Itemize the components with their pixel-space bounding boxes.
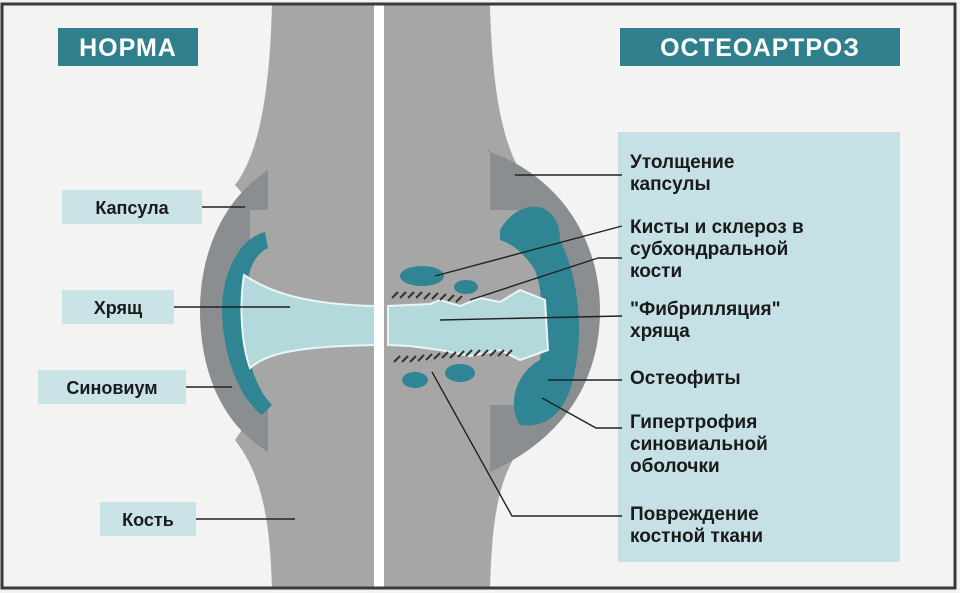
label-cartilage: Хрящ xyxy=(94,298,143,318)
label-cysts-sclerosis: Кисты и склероз в субхондральной кости xyxy=(630,217,809,282)
label-capsule: Капсула xyxy=(95,198,169,218)
label-capsule-bg xyxy=(62,190,202,224)
cyst-1 xyxy=(400,266,444,286)
cyst-3 xyxy=(402,372,428,388)
label-synovium: Синовиум xyxy=(66,378,157,398)
left-labels: Капсула Хрящ Синовиум Кость xyxy=(38,190,295,536)
label-osteophytes: Остеофиты xyxy=(630,368,741,389)
label-osteophytes-line1: Остеофиты xyxy=(630,368,741,389)
label-synovial-hypertrophy-line1: Гипертрофия xyxy=(630,412,757,433)
label-synovium-bg xyxy=(38,370,186,404)
cartilage-fibrillated xyxy=(387,288,550,362)
label-bone-damage-line1: Повреждение xyxy=(630,504,759,525)
label-cysts-line3: кости xyxy=(630,261,682,282)
cyst-4 xyxy=(445,364,475,382)
label-bone-damage: Повреждение костной ткани xyxy=(630,504,764,547)
synovium-hypertrophied xyxy=(500,206,580,426)
right-leader-lines xyxy=(431,174,623,517)
label-cartilage-bg xyxy=(62,290,174,324)
label-capsule-thickening: Утолщение капсулы xyxy=(630,152,740,195)
label-synovial-hypertrophy-line2: синовиальной xyxy=(630,434,768,455)
sclerosis-hatching xyxy=(391,291,513,363)
osteoarthritis-info-panel xyxy=(618,132,900,562)
joint-illustration xyxy=(200,5,600,588)
label-bone: Кость xyxy=(122,510,174,530)
header-osteoarthritis: ОСТЕОАРТРОЗ xyxy=(660,34,860,62)
cartilage-normal xyxy=(240,273,381,370)
center-divider xyxy=(374,5,384,588)
label-bone-damage-line2: костной ткани xyxy=(630,526,763,547)
header-normal-bg xyxy=(58,28,198,66)
right-labels: Утолщение капсулы Кисты и склероз в субх… xyxy=(630,152,809,547)
label-cysts-line1: Кисты и склероз в xyxy=(630,217,804,238)
cyst-2 xyxy=(454,280,478,294)
label-synovial-hypertrophy: Гипертрофия синовиальной оболочки xyxy=(630,412,773,477)
label-fibrillation-line1: "Фибрилляция" xyxy=(630,299,781,320)
label-fibrillation-line2: хряща xyxy=(630,321,690,342)
label-cysts-line2: субхондральной xyxy=(630,239,788,260)
label-synovial-hypertrophy-line3: оболочки xyxy=(630,456,720,477)
label-capsule-thickening-line1: Утолщение xyxy=(630,152,734,173)
header-normal: НОРМА xyxy=(79,34,177,62)
label-fibrillation: "Фибрилляция" хряща xyxy=(630,299,786,342)
label-bone-bg xyxy=(100,502,196,536)
header-osteoarthritis-bg xyxy=(620,28,900,66)
label-capsule-thickening-line2: капсулы xyxy=(630,174,711,195)
synovium-normal xyxy=(222,232,272,415)
